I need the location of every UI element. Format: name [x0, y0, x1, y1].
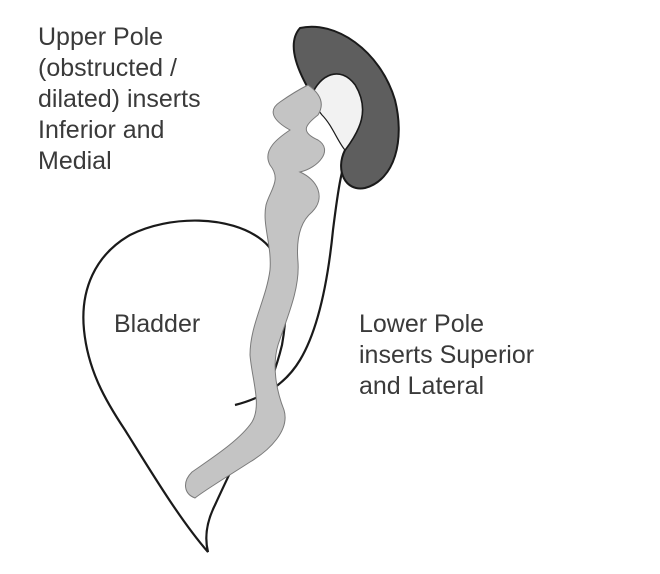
upper-pole-dilated-ureter — [185, 84, 325, 499]
lower-pole-label: Lower Pole inserts Superior and Lateral — [359, 310, 535, 400]
upper-pole-label: Upper Pole (obstructed / dilated) insert… — [38, 23, 201, 175]
bladder-label: Bladder — [114, 310, 201, 338]
